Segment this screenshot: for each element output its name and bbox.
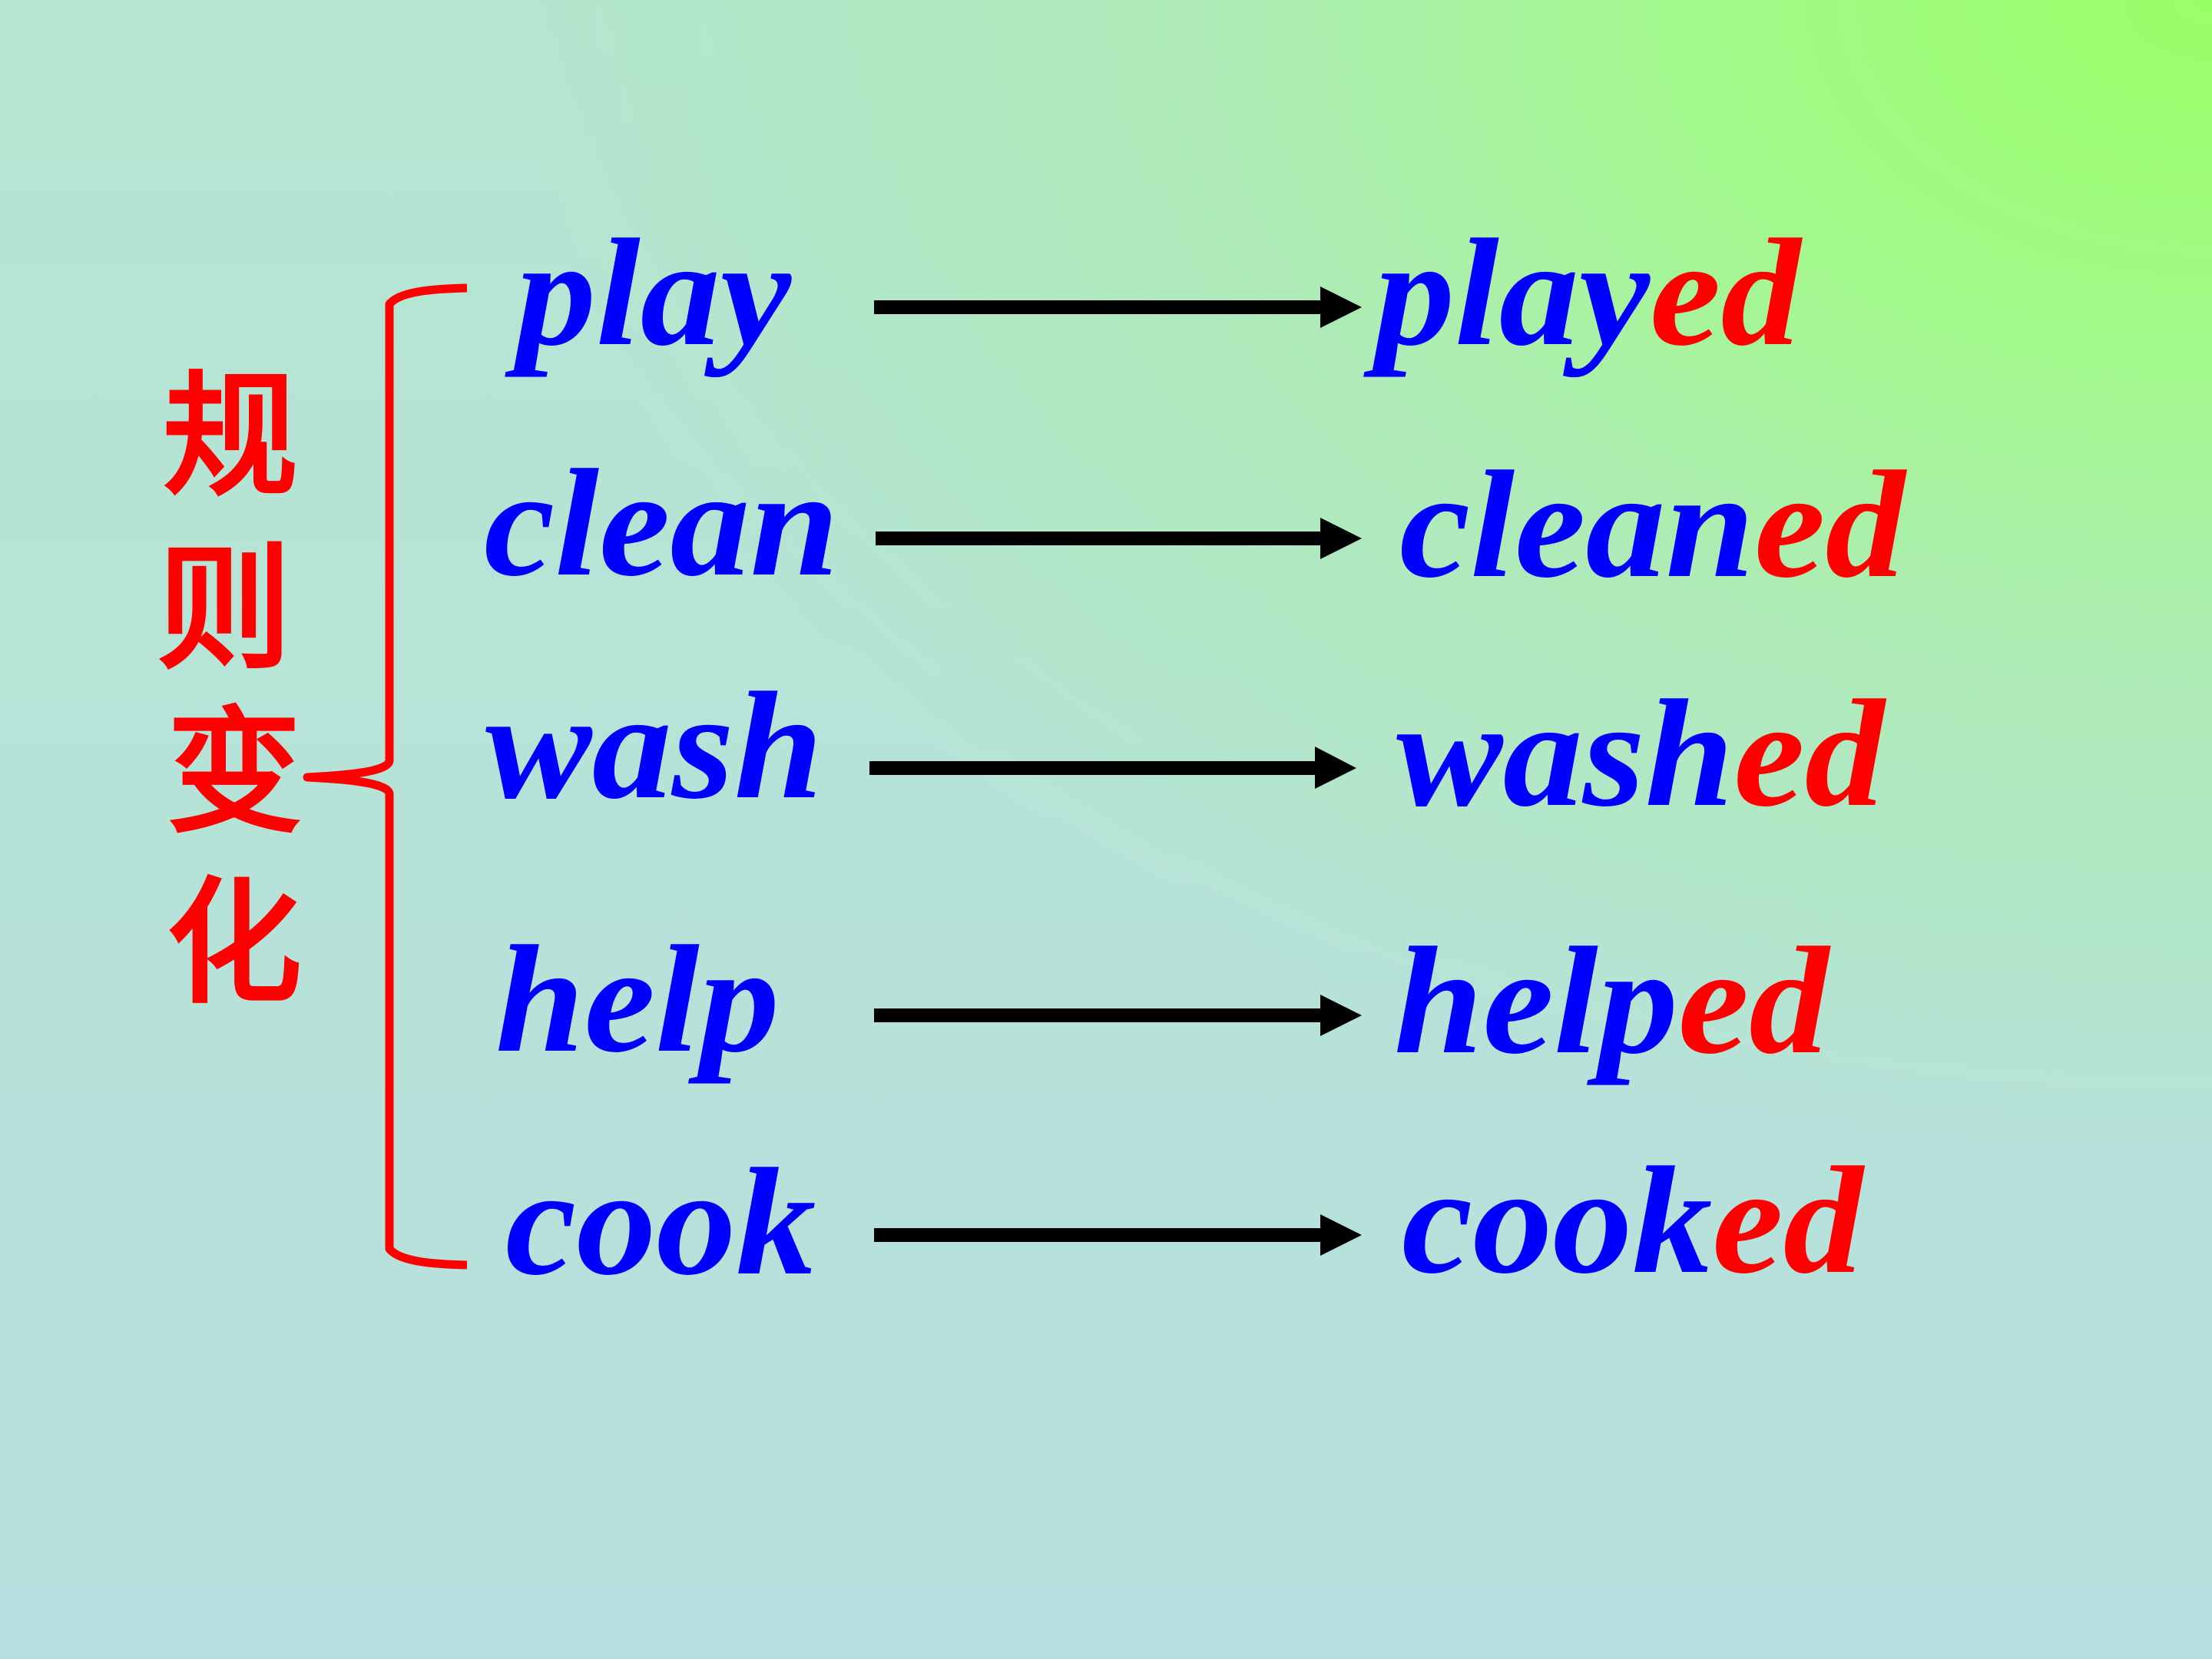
past-tense-helped: helped [1394, 925, 1829, 1078]
base-verb-cook: cook [505, 1137, 816, 1307]
base-verb-play: play [516, 208, 792, 378]
ed-suffix: ed [1754, 440, 1906, 610]
label-char-2: 则 [156, 529, 292, 688]
past-stem: clean [1399, 440, 1755, 610]
past-stem: help [1394, 916, 1678, 1086]
arrow-right-icon [869, 747, 1356, 789]
past-stem: cook [1402, 1136, 1713, 1306]
ed-suffix: ed [1677, 916, 1830, 1086]
base-verb-clean: clean [484, 439, 839, 608]
label-char-3: 变 [166, 693, 302, 852]
arrow-right-icon [874, 1214, 1362, 1256]
past-stem: wash [1396, 669, 1734, 839]
arrow-right-icon [874, 995, 1362, 1036]
ed-suffix: ed [1734, 669, 1885, 839]
arrow-right-icon [876, 518, 1362, 559]
arrow-right-icon [874, 286, 1362, 328]
label-char-1: 规 [162, 356, 298, 515]
label-char-4: 化 [166, 863, 302, 1022]
ed-suffix: ed [1712, 1136, 1863, 1306]
past-stem: play [1375, 208, 1651, 378]
past-tense-cooked: cooked [1402, 1144, 1863, 1298]
curly-brace-icon [303, 283, 468, 1270]
ed-suffix: ed [1650, 208, 1801, 378]
base-verb-wash: wash [485, 661, 823, 831]
past-tense-played: played [1375, 217, 1800, 370]
past-tense-washed: washed [1396, 677, 1885, 831]
past-tense-cleaned: cleaned [1399, 449, 1905, 602]
base-verb-help: help [495, 915, 780, 1084]
